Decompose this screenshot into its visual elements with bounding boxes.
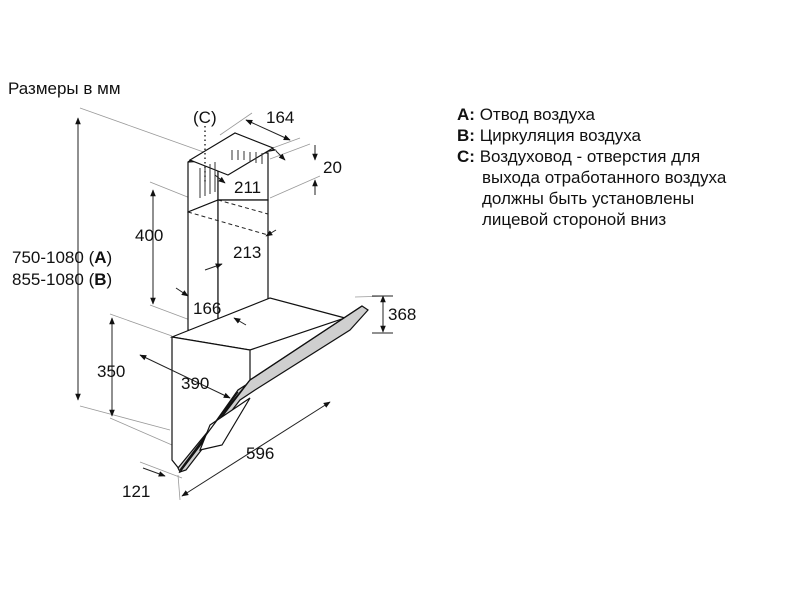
legend-item: B: Циркуляция воздуха [457, 125, 726, 146]
legend-item: должны быть установлены [457, 188, 726, 209]
legend-item: C: Воздуховод - отверстия для [457, 146, 726, 167]
dim-166: 166 [193, 299, 221, 318]
dim-596: 596 [246, 444, 274, 463]
dim-20: 20 [323, 158, 342, 177]
dim-164: 164 [266, 108, 294, 127]
height-b-close: ) [107, 270, 113, 289]
legend-item: лицевой стороной вниз [457, 209, 726, 230]
legend-text: выхода отработанного воздуха [482, 168, 727, 187]
dim-400: 400 [135, 226, 163, 245]
dim-368: 368 [388, 305, 416, 324]
label-c: (C) [193, 108, 217, 127]
height-a-value: 750-1080 ( [12, 248, 95, 267]
height-label-b: 855-1080 (B) [12, 270, 112, 289]
legend-key: C: [457, 147, 475, 166]
chimney-duct [187, 132, 278, 341]
legend-key: B: [457, 126, 475, 145]
legend-item: выхода отработанного воздуха [457, 167, 726, 188]
height-b-key: B [94, 270, 106, 289]
legend-item: A: Отвод воздуха [457, 104, 726, 125]
dim-350: 350 [97, 362, 125, 381]
height-a-key: A [94, 248, 106, 267]
dim-213: 213 [233, 243, 261, 262]
dimension-lines [75, 117, 393, 497]
legend-text: лицевой стороной вниз [482, 210, 667, 229]
height-b-value: 855-1080 ( [12, 270, 95, 289]
legend-text: Отвод воздуха [479, 105, 595, 124]
legend: A: Отвод воздуха B: Циркуляция воздуха C… [457, 104, 726, 230]
height-label-a: 750-1080 (A) [12, 248, 112, 267]
legend-key: A: [457, 105, 475, 124]
diagram-title: Размеры в мм [8, 79, 121, 98]
dim-211: 211 [234, 178, 261, 197]
dim-390: 390 [181, 374, 209, 393]
legend-text: Циркуляция воздуха [479, 126, 641, 145]
dim-121: 121 [122, 482, 150, 501]
legend-text: должны быть установлены [482, 189, 695, 208]
height-a-close: ) [107, 248, 113, 267]
legend-text: Воздуховод - отверстия для [479, 147, 701, 166]
